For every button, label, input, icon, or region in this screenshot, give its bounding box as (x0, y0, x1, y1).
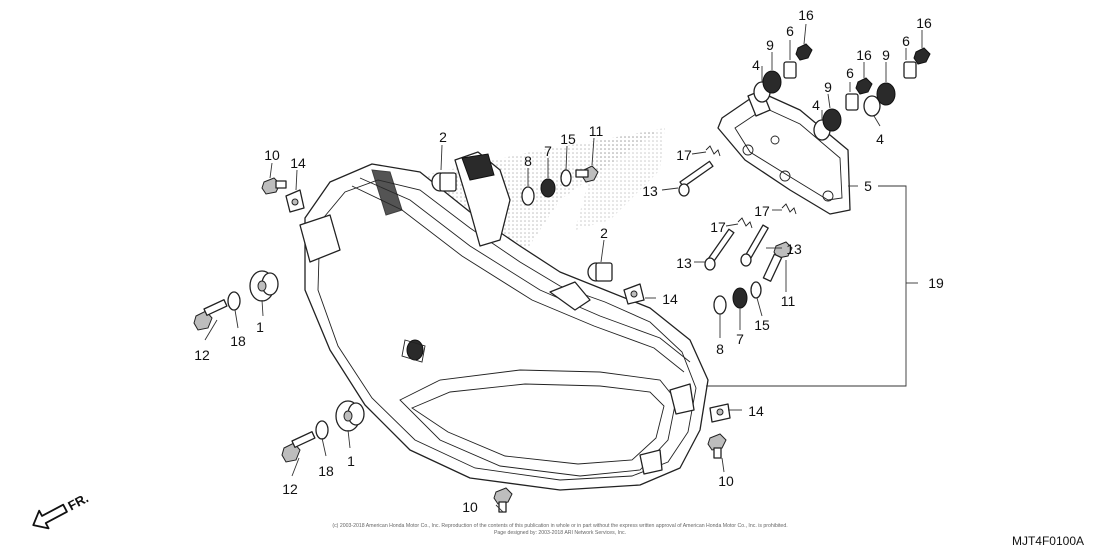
callout-10: 10 (462, 499, 478, 515)
screw-13-b (704, 228, 735, 271)
callout-7: 7 (544, 143, 552, 159)
clip-nut-14-a (285, 189, 305, 213)
collar-2-lower (587, 262, 613, 282)
screw-13-c (740, 224, 769, 267)
bolt-10-lower (493, 487, 513, 513)
bolt-12-upper (193, 299, 228, 331)
bolt-10-upper (261, 177, 287, 195)
bolt-12-lower (281, 431, 316, 463)
front-direction-indicator: FR. (32, 490, 91, 530)
spring-17-b (737, 217, 753, 229)
copyright-text: (c) 2003-2018 American Honda Motor Co., … (332, 523, 787, 529)
callout-11: 11 (589, 123, 604, 139)
washer-18-lower (315, 420, 329, 440)
callout-14: 14 (662, 291, 678, 307)
callout-6: 6 (786, 23, 794, 39)
callout-2: 2 (439, 129, 447, 145)
callout-16: 16 (856, 47, 872, 63)
callout-9: 9 (766, 37, 774, 53)
callout-17: 17 (676, 147, 692, 163)
bushing-set-b (813, 77, 873, 141)
callout-10: 10 (718, 473, 734, 489)
callout-11: 11 (781, 293, 796, 309)
front-label: FR. (65, 490, 91, 513)
bushing-set-c (863, 47, 931, 117)
callout-9: 9 (824, 79, 832, 95)
leader-lines (204, 23, 923, 513)
clip-nut-14-c (709, 403, 731, 423)
callout-6: 6 (846, 65, 854, 81)
callout-12: 12 (194, 347, 210, 363)
callout-6: 6 (902, 33, 910, 49)
callout-1: 1 (256, 319, 264, 335)
callout-1: 1 (347, 453, 355, 469)
washer-stack-right (713, 241, 793, 315)
callout-17: 17 (754, 203, 770, 219)
spring-17-c (781, 203, 797, 215)
callout-13: 13 (676, 255, 692, 271)
callout-7: 7 (736, 331, 744, 347)
callout-19: 19 (928, 275, 944, 291)
front-arrow-icon (32, 503, 68, 530)
screw-13-a (678, 160, 714, 197)
callout-4: 4 (812, 97, 820, 113)
grommet-1-upper (249, 270, 279, 302)
collar-2-upper (431, 172, 457, 192)
mount-bracket (717, 89, 851, 215)
callout-labels: 1 1 2 2 4 4 4 5 6 6 6 7 7 8 8 9 9 9 10 1… (194, 7, 944, 515)
callout-16: 16 (916, 15, 932, 31)
callout-8: 8 (716, 341, 724, 357)
bushing-set-a (753, 43, 813, 103)
diagram-code: MJT4F0100A (1012, 534, 1084, 548)
callout-17: 17 (710, 219, 726, 235)
callout-5: 5 (864, 178, 872, 194)
callout-14: 14 (748, 403, 764, 419)
shading-area-upper (575, 128, 665, 230)
callout-8: 8 (524, 153, 532, 169)
callout-9: 9 (882, 47, 890, 63)
callout-18: 18 (318, 463, 334, 479)
callout-14: 14 (290, 155, 306, 171)
callout-16: 16 (798, 7, 814, 23)
callout-12: 12 (282, 481, 298, 497)
callout-18: 18 (230, 333, 246, 349)
callout-13: 13 (642, 183, 658, 199)
callout-2: 2 (600, 225, 608, 241)
grommet-1-lower (335, 400, 365, 432)
washer-18-upper (227, 291, 241, 311)
callout-10: 10 (264, 147, 280, 163)
clip-nut-14-b (623, 283, 645, 305)
callout-4: 4 (752, 57, 760, 73)
callout-15: 15 (754, 317, 770, 333)
bolt-10-right (707, 433, 727, 459)
spring-17-a (705, 145, 721, 157)
callout-13: 13 (786, 241, 802, 257)
copyright-credit: Page designed by: 2003-2018 ARI Network … (494, 530, 626, 536)
callout-4: 4 (876, 131, 884, 147)
callout-15: 15 (560, 131, 576, 147)
headlight-assembly (299, 151, 709, 491)
